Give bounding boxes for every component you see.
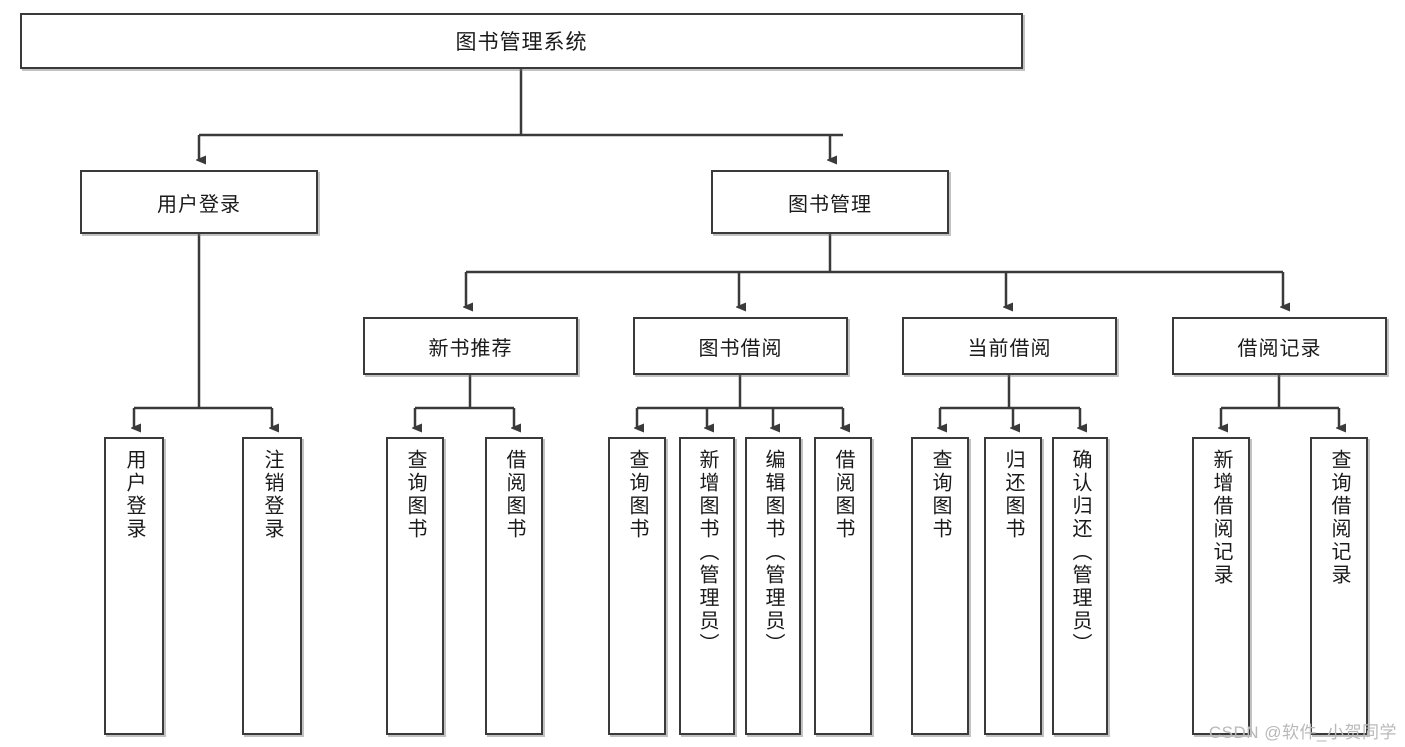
node-label: 用户登录 (157, 193, 241, 216)
csdn-watermark: CSDN @软件_小贺同学 (1208, 723, 1397, 742)
node-label: 借阅图书 (503, 449, 525, 541)
leaf-borrow-books-newbook[interactable]: 借阅图书 (485, 437, 543, 735)
node-label: 查询图书 (929, 449, 951, 541)
node-label: 图书管理 (788, 193, 872, 216)
leaf-query-books-current[interactable]: 查询图书 (911, 437, 969, 735)
node-label: 新书推荐 (428, 337, 513, 360)
node-label: 查询图书 (626, 449, 648, 541)
node-label: 新增图书（管理员） (696, 449, 718, 656)
leaf-query-books-newbook[interactable]: 查询图书 (386, 437, 444, 735)
node-label: 新增借阅记录 (1210, 449, 1232, 587)
leaf-add-book-admin[interactable]: 新增图书（管理员） (679, 437, 735, 735)
node-current-borrow[interactable]: 当前借阅 (902, 317, 1117, 375)
node-user-login[interactable]: 用户登录 (80, 170, 318, 234)
node-label: 用户登录 (123, 449, 145, 541)
leaf-return-books[interactable]: 归还图书 (984, 437, 1042, 735)
node-label: 确认归还（管理员） (1069, 449, 1091, 656)
node-label: 图书管理系统 (455, 31, 588, 54)
node-book-management[interactable]: 图书管理 (711, 170, 949, 234)
node-book-borrow[interactable]: 图书借阅 (633, 317, 848, 375)
node-label: 借阅图书 (832, 449, 854, 541)
node-label: 查询图书 (404, 449, 426, 541)
node-label: 查询借阅记录 (1328, 449, 1350, 587)
node-borrow-record[interactable]: 借阅记录 (1172, 317, 1387, 375)
leaf-borrow-books-borrow[interactable]: 借阅图书 (814, 437, 872, 735)
leaf-query-books-borrow[interactable]: 查询图书 (608, 437, 666, 735)
node-label: 归还图书 (1002, 449, 1024, 541)
leaf-user-login[interactable]: 用户登录 (104, 437, 164, 735)
node-root-system[interactable]: 图书管理系统 (20, 13, 1023, 69)
leaf-edit-book-admin[interactable]: 编辑图书（管理员） (745, 437, 801, 735)
node-label: 当前借阅 (967, 337, 1052, 360)
node-label: 图书借阅 (698, 337, 783, 360)
leaf-add-borrow-record[interactable]: 新增借阅记录 (1192, 437, 1250, 735)
leaf-confirm-return-admin[interactable]: 确认归还（管理员） (1052, 437, 1108, 735)
node-label: 借阅记录 (1237, 337, 1322, 360)
leaf-query-borrow-record[interactable]: 查询借阅记录 (1310, 437, 1368, 735)
node-label: 注销登录 (261, 449, 283, 541)
leaf-user-logout[interactable]: 注销登录 (242, 437, 302, 735)
node-new-book-recommend[interactable]: 新书推荐 (363, 317, 578, 375)
node-label: 编辑图书（管理员） (762, 449, 784, 656)
